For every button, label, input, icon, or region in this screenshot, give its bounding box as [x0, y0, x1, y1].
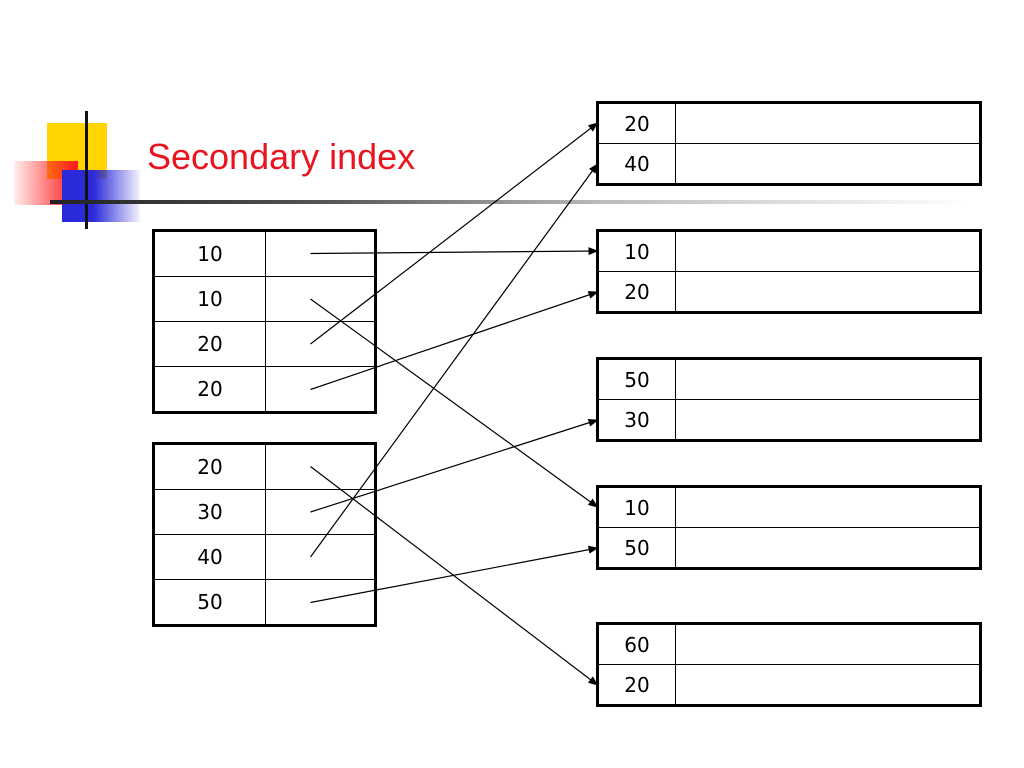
- index-pointer-cell: [265, 276, 376, 322]
- index-pointer-cell: [265, 579, 376, 626]
- index-pointer-cell: [265, 321, 376, 367]
- index-key: 50: [153, 579, 266, 626]
- index-key: 40: [153, 534, 266, 580]
- index-entry: 40: [153, 534, 376, 580]
- index-entry: 30: [153, 489, 376, 535]
- logo-blue-square: [62, 170, 140, 222]
- index-entry: 10: [153, 230, 376, 277]
- index-pointer-cell: [265, 366, 376, 413]
- data-block-5: 60 20: [596, 622, 982, 707]
- index-pointer-cell: [265, 534, 376, 580]
- record-key: 60: [597, 623, 676, 665]
- data-block-4: 10 50: [596, 485, 982, 570]
- record-fields: [675, 399, 981, 441]
- data-block-1: 20 40: [596, 101, 982, 186]
- record-fields: [675, 230, 981, 272]
- record-key: 10: [597, 230, 676, 272]
- index-key: 10: [153, 276, 266, 322]
- data-record: 60: [597, 623, 981, 665]
- data-record: 30: [597, 399, 981, 441]
- index-pointer-cell: [265, 489, 376, 535]
- record-fields: [675, 486, 981, 528]
- index-key: 20: [153, 443, 266, 490]
- index-entry: 20: [153, 443, 376, 490]
- index-entry: 20: [153, 366, 376, 413]
- data-block-3: 50 30: [596, 357, 982, 442]
- index-pointer-cell: [265, 443, 376, 490]
- record-key: 50: [597, 358, 676, 400]
- index-key: 30: [153, 489, 266, 535]
- data-record: 20: [597, 664, 981, 706]
- record-fields: [675, 358, 981, 400]
- index-entry: 50: [153, 579, 376, 626]
- data-record: 20: [597, 102, 981, 144]
- record-key: 20: [597, 102, 676, 144]
- record-fields: [675, 143, 981, 185]
- index-entry: 10: [153, 276, 376, 322]
- index-pointer-cell: [265, 230, 376, 277]
- record-key: 50: [597, 527, 676, 569]
- index-key: 10: [153, 230, 266, 277]
- record-key: 20: [597, 271, 676, 313]
- record-fields: [675, 102, 981, 144]
- data-record: 10: [597, 230, 981, 272]
- record-fields: [675, 623, 981, 665]
- record-fields: [675, 527, 981, 569]
- index-key: 20: [153, 366, 266, 413]
- record-key: 10: [597, 486, 676, 528]
- data-block-2: 10 20: [596, 229, 982, 314]
- index-entry: 20: [153, 321, 376, 367]
- data-record: 20: [597, 271, 981, 313]
- data-record: 40: [597, 143, 981, 185]
- index-table-2: 20 30 40 50: [152, 442, 377, 627]
- logo-vertical-line: [85, 111, 88, 229]
- record-key: 40: [597, 143, 676, 185]
- data-record: 50: [597, 358, 981, 400]
- record-fields: [675, 271, 981, 313]
- title-underline: [50, 200, 970, 204]
- slide-title: Secondary index: [147, 136, 416, 177]
- data-record: 10: [597, 486, 981, 528]
- index-key: 20: [153, 321, 266, 367]
- data-record: 50: [597, 527, 981, 569]
- record-key: 20: [597, 664, 676, 706]
- index-table-1: 10 10 20 20: [152, 229, 377, 414]
- record-key: 30: [597, 399, 676, 441]
- record-fields: [675, 664, 981, 706]
